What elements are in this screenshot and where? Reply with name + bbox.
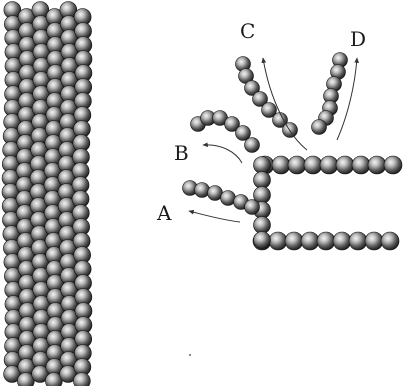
label-b: B <box>174 141 189 165</box>
arrow-b <box>203 145 242 163</box>
chain-a-atom <box>195 183 210 198</box>
tube-upper-atom <box>336 156 354 174</box>
tube-lower-atom <box>317 232 335 250</box>
tube-cap-atom <box>254 157 271 174</box>
tube-lower-atom <box>381 232 399 250</box>
tube-lower-atom <box>301 232 319 250</box>
tube-upper-atom <box>352 156 370 174</box>
stray-dot <box>189 354 191 356</box>
nanotube-structure <box>253 156 402 250</box>
surface-atom <box>73 373 90 386</box>
tube-upper-atom <box>368 156 386 174</box>
chain-a-atom <box>221 191 236 206</box>
tube-lower-atom <box>285 232 303 250</box>
tube-lower-atom <box>269 232 287 250</box>
tube-cap-atom <box>254 232 271 249</box>
label-c: C <box>240 19 255 43</box>
tube-upper-atom <box>288 156 306 174</box>
label-a: A <box>156 201 172 225</box>
chain-b-atom <box>245 138 260 153</box>
tube-upper-atom <box>304 156 322 174</box>
tube-upper-atom <box>384 156 402 174</box>
tube-cap-atom <box>254 172 271 189</box>
crystal-surface <box>2 2 92 386</box>
chain-a-atom <box>245 200 260 215</box>
tube-lower-atom <box>365 232 383 250</box>
arrow-a <box>189 211 240 222</box>
tube-upper-atom <box>272 156 290 174</box>
chain-d-atom <box>312 120 327 135</box>
tube-cap-atom <box>254 217 271 234</box>
label-d: D <box>350 27 366 51</box>
tube-lower-atom <box>333 232 351 250</box>
tube-upper-atom <box>320 156 338 174</box>
tube-lower-atom <box>349 232 367 250</box>
